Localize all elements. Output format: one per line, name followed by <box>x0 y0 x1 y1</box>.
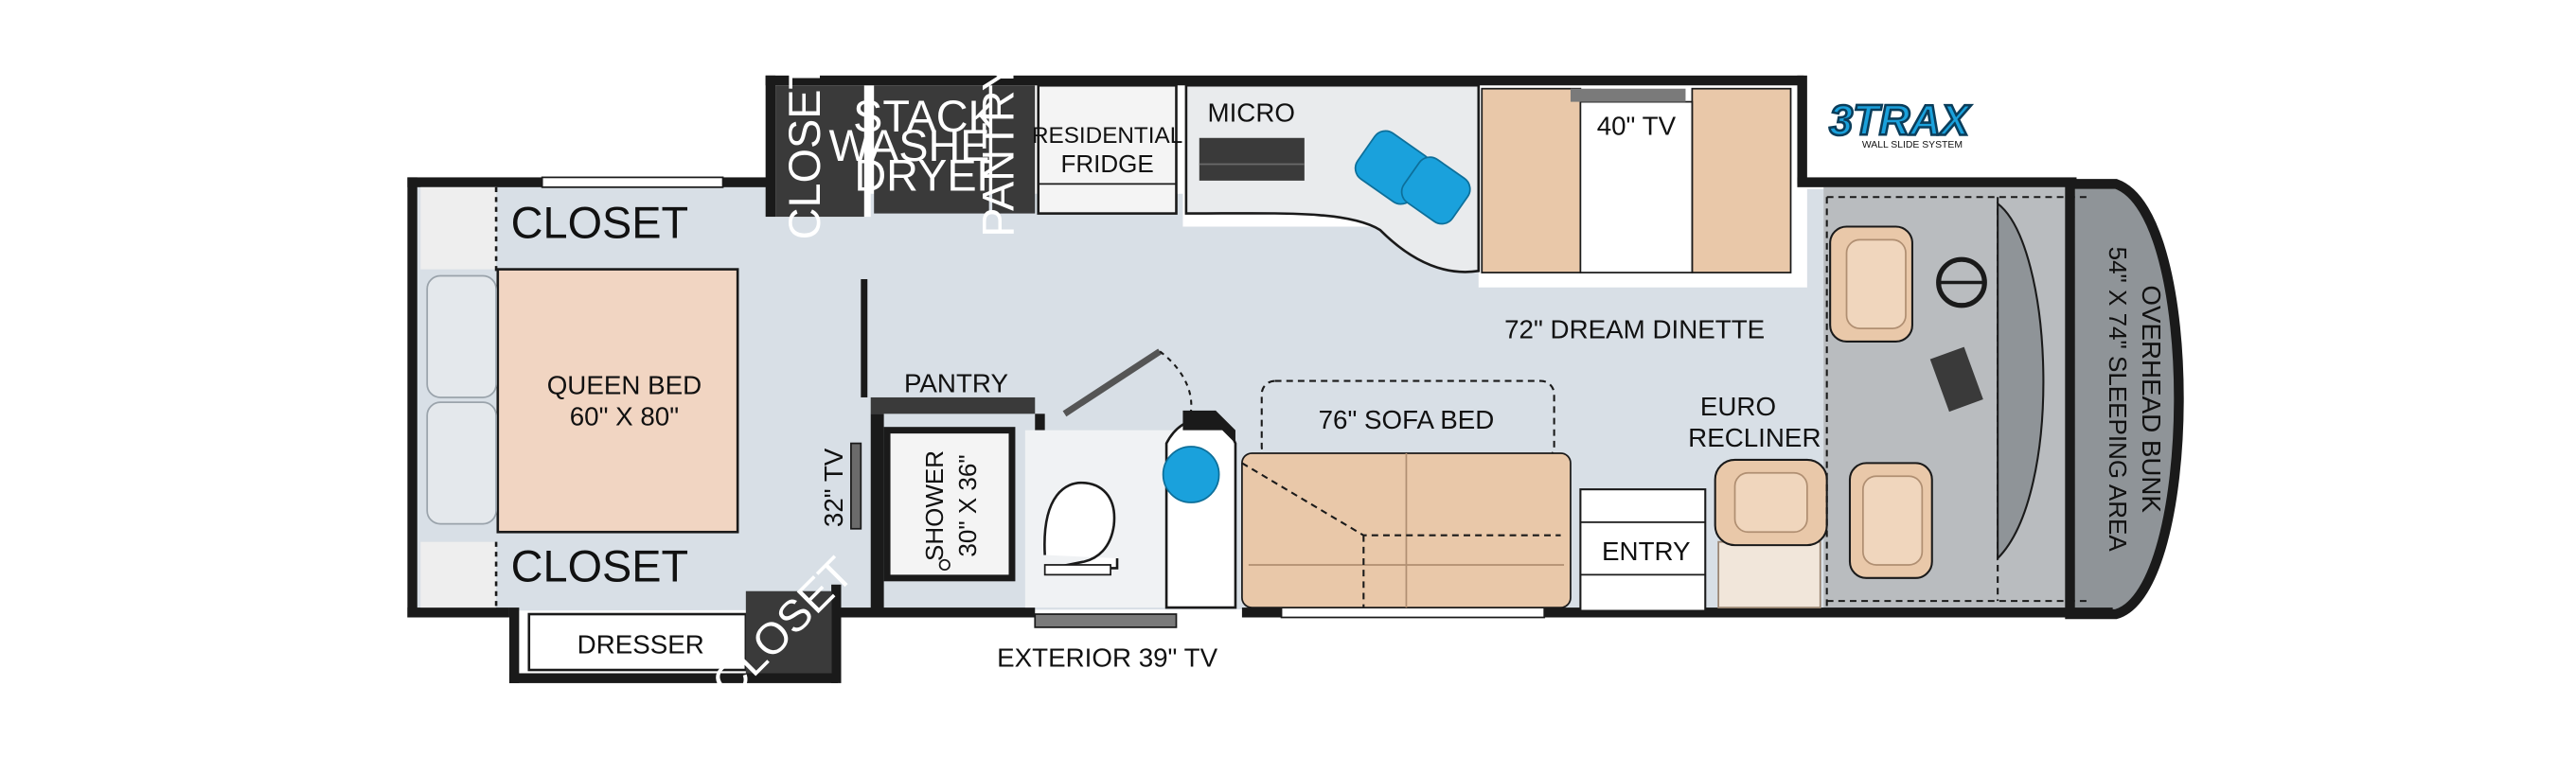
euro-recliner-footrest <box>1717 540 1821 608</box>
exterior-tv <box>1034 613 1178 628</box>
washer-label-3: DRYER <box>854 150 1008 200</box>
closet-top-left <box>420 186 497 270</box>
entry-steps <box>1579 488 1707 612</box>
bedroom-tv-label: 32" TV <box>819 448 848 527</box>
fridge-label-1: RESIDENTIAL <box>1032 123 1182 149</box>
window <box>541 176 724 188</box>
closet-top-left-label: CLOSET <box>511 199 688 248</box>
queen-bed-size: 60" X 80" <box>570 401 679 431</box>
euro-label-1: EURO <box>1700 392 1776 421</box>
hall-pantry <box>870 396 1036 414</box>
dinette-bench <box>1691 87 1792 273</box>
stack-washer-dryer <box>874 85 989 214</box>
toilet <box>1043 481 1119 570</box>
hall-pantry-label: PANTRY <box>904 369 1008 398</box>
queen-bed-label: QUEEN BED <box>547 370 702 399</box>
stove <box>1199 137 1305 181</box>
bath-sink <box>1162 446 1220 503</box>
kitchen-sink <box>1400 156 1471 225</box>
vanity <box>1164 417 1237 609</box>
shower-label-2: 30" X 36" <box>953 454 982 556</box>
shower-label-1: SHOWER <box>920 450 949 561</box>
pillow <box>426 274 497 398</box>
bedroom-tv <box>850 442 862 530</box>
bunk-label-1: OVERHEAD BUNK <box>2137 285 2166 513</box>
shifter-panel <box>1929 346 1983 413</box>
pillow <box>426 401 497 525</box>
fridge-label-2: FRIDGE <box>1060 150 1153 178</box>
sofa-bed-label: 76" SOFA BED <box>1319 405 1495 434</box>
sofa-bed-extended <box>1260 379 1555 461</box>
window <box>1280 607 1546 619</box>
bunk-label-2: 54" X 74" SLEEPING AREA <box>2104 247 2132 553</box>
closet-upper <box>775 85 864 218</box>
dresser <box>527 612 748 672</box>
pantry-upper <box>992 85 1036 214</box>
overhead-bunk <box>2065 179 2184 620</box>
closet-bottom-left <box>420 541 497 608</box>
dinette-label: 72" DREAM DINETTE <box>1504 314 1765 343</box>
logo-tagline: WALL SLIDE SYSTEM <box>1862 140 1963 150</box>
shower <box>883 427 1016 582</box>
dinette-tv-label: 40" TV <box>1597 111 1677 140</box>
entry-label: ENTRY <box>1602 537 1691 566</box>
dresser-label: DRESSER <box>577 630 704 660</box>
closet-upper-label: CLOSET <box>780 62 829 239</box>
queen-bed <box>496 268 739 534</box>
dinette-bench <box>1481 87 1582 273</box>
logo-brand: 3TRAX <box>1829 96 1972 144</box>
dashboard <box>1997 202 2045 561</box>
shower-drain <box>938 558 950 572</box>
pantry-upper-label: PANTRY <box>974 62 1023 238</box>
washer-label-1: STACK. <box>853 92 1010 141</box>
micro-label: MICRO <box>1207 97 1294 127</box>
dinette-tv <box>1570 88 1686 102</box>
kitchen-counter <box>1184 83 1481 273</box>
euro-label-2: RECLINER <box>1688 423 1821 452</box>
exterior-tv-label: EXTERIOR 39" TV <box>997 643 1217 673</box>
closet-bottom-left-label: CLOSET <box>511 541 688 590</box>
closet-bottom <box>745 590 832 674</box>
3trax-logo: 3TRAX WALL SLIDE SYSTEM <box>1828 95 1973 150</box>
toilet-tank <box>1043 564 1111 576</box>
dinette-table <box>1579 100 1694 273</box>
bath-door <box>1062 348 1163 417</box>
residential-fridge <box>1037 83 1178 215</box>
